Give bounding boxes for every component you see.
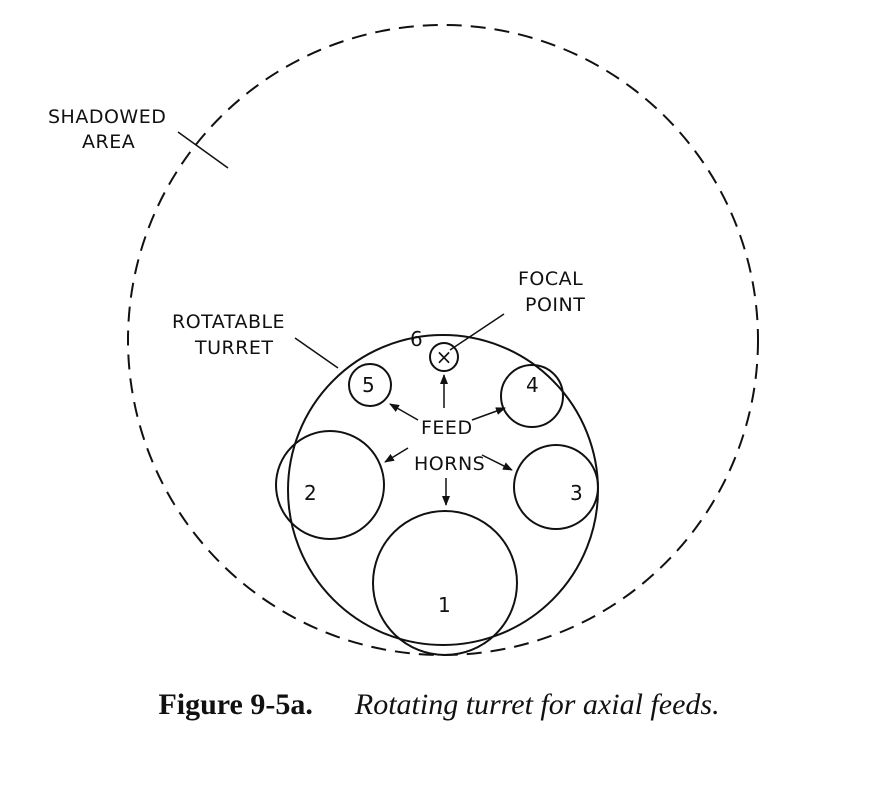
figure-number: Figure 9-5a. [158, 688, 313, 721]
feed-label: FEED [421, 417, 473, 439]
feed-horn-5 [348, 363, 392, 407]
focal-label-line1: FOCAL [518, 268, 583, 290]
arrow-to-horn-3 [481, 454, 513, 471]
shadowed-label-line2: AREA [82, 131, 135, 153]
focal-label-line2: POINT [525, 294, 585, 316]
feed-horn-3 [513, 444, 599, 530]
horn-number-1: 1 [438, 593, 451, 617]
shadowed-leader-line [177, 131, 229, 169]
rotatable-label-line1: ROTATABLE [172, 311, 285, 333]
horns-label: HORNS [414, 453, 485, 475]
arrow-to-horn-5 [389, 403, 419, 421]
turret-diagram: SHADOWED AREA FOCAL POINT ROTATABLE TURR… [48, 24, 759, 656]
feed-horn-4 [500, 364, 564, 428]
shadowed-label-line1: SHADOWED [48, 106, 166, 128]
rotatable-leader-line [294, 337, 339, 369]
horn-number-3: 3 [570, 481, 583, 505]
rotatable-label-line2: TURRET [194, 337, 274, 359]
feed-horn-2 [275, 430, 385, 540]
feed-horn-1 [372, 510, 518, 656]
horn-number-5: 5 [362, 373, 375, 397]
horn-number-4: 4 [526, 373, 539, 397]
arrow-to-horn-2 [384, 447, 409, 463]
feed-horn-6-focal [429, 342, 459, 372]
figure-caption-text: Rotating turret for axial feeds. [354, 688, 720, 721]
arrow-to-horn-4 [471, 407, 506, 421]
horn-number-2: 2 [304, 481, 317, 505]
focal-leader-line [449, 313, 505, 351]
horn-number-6: 6 [410, 327, 423, 351]
figure-caption: Figure 9-5a. Rotating turret for axial fe… [0, 688, 878, 722]
focal-point-x-icon: × [436, 345, 453, 369]
